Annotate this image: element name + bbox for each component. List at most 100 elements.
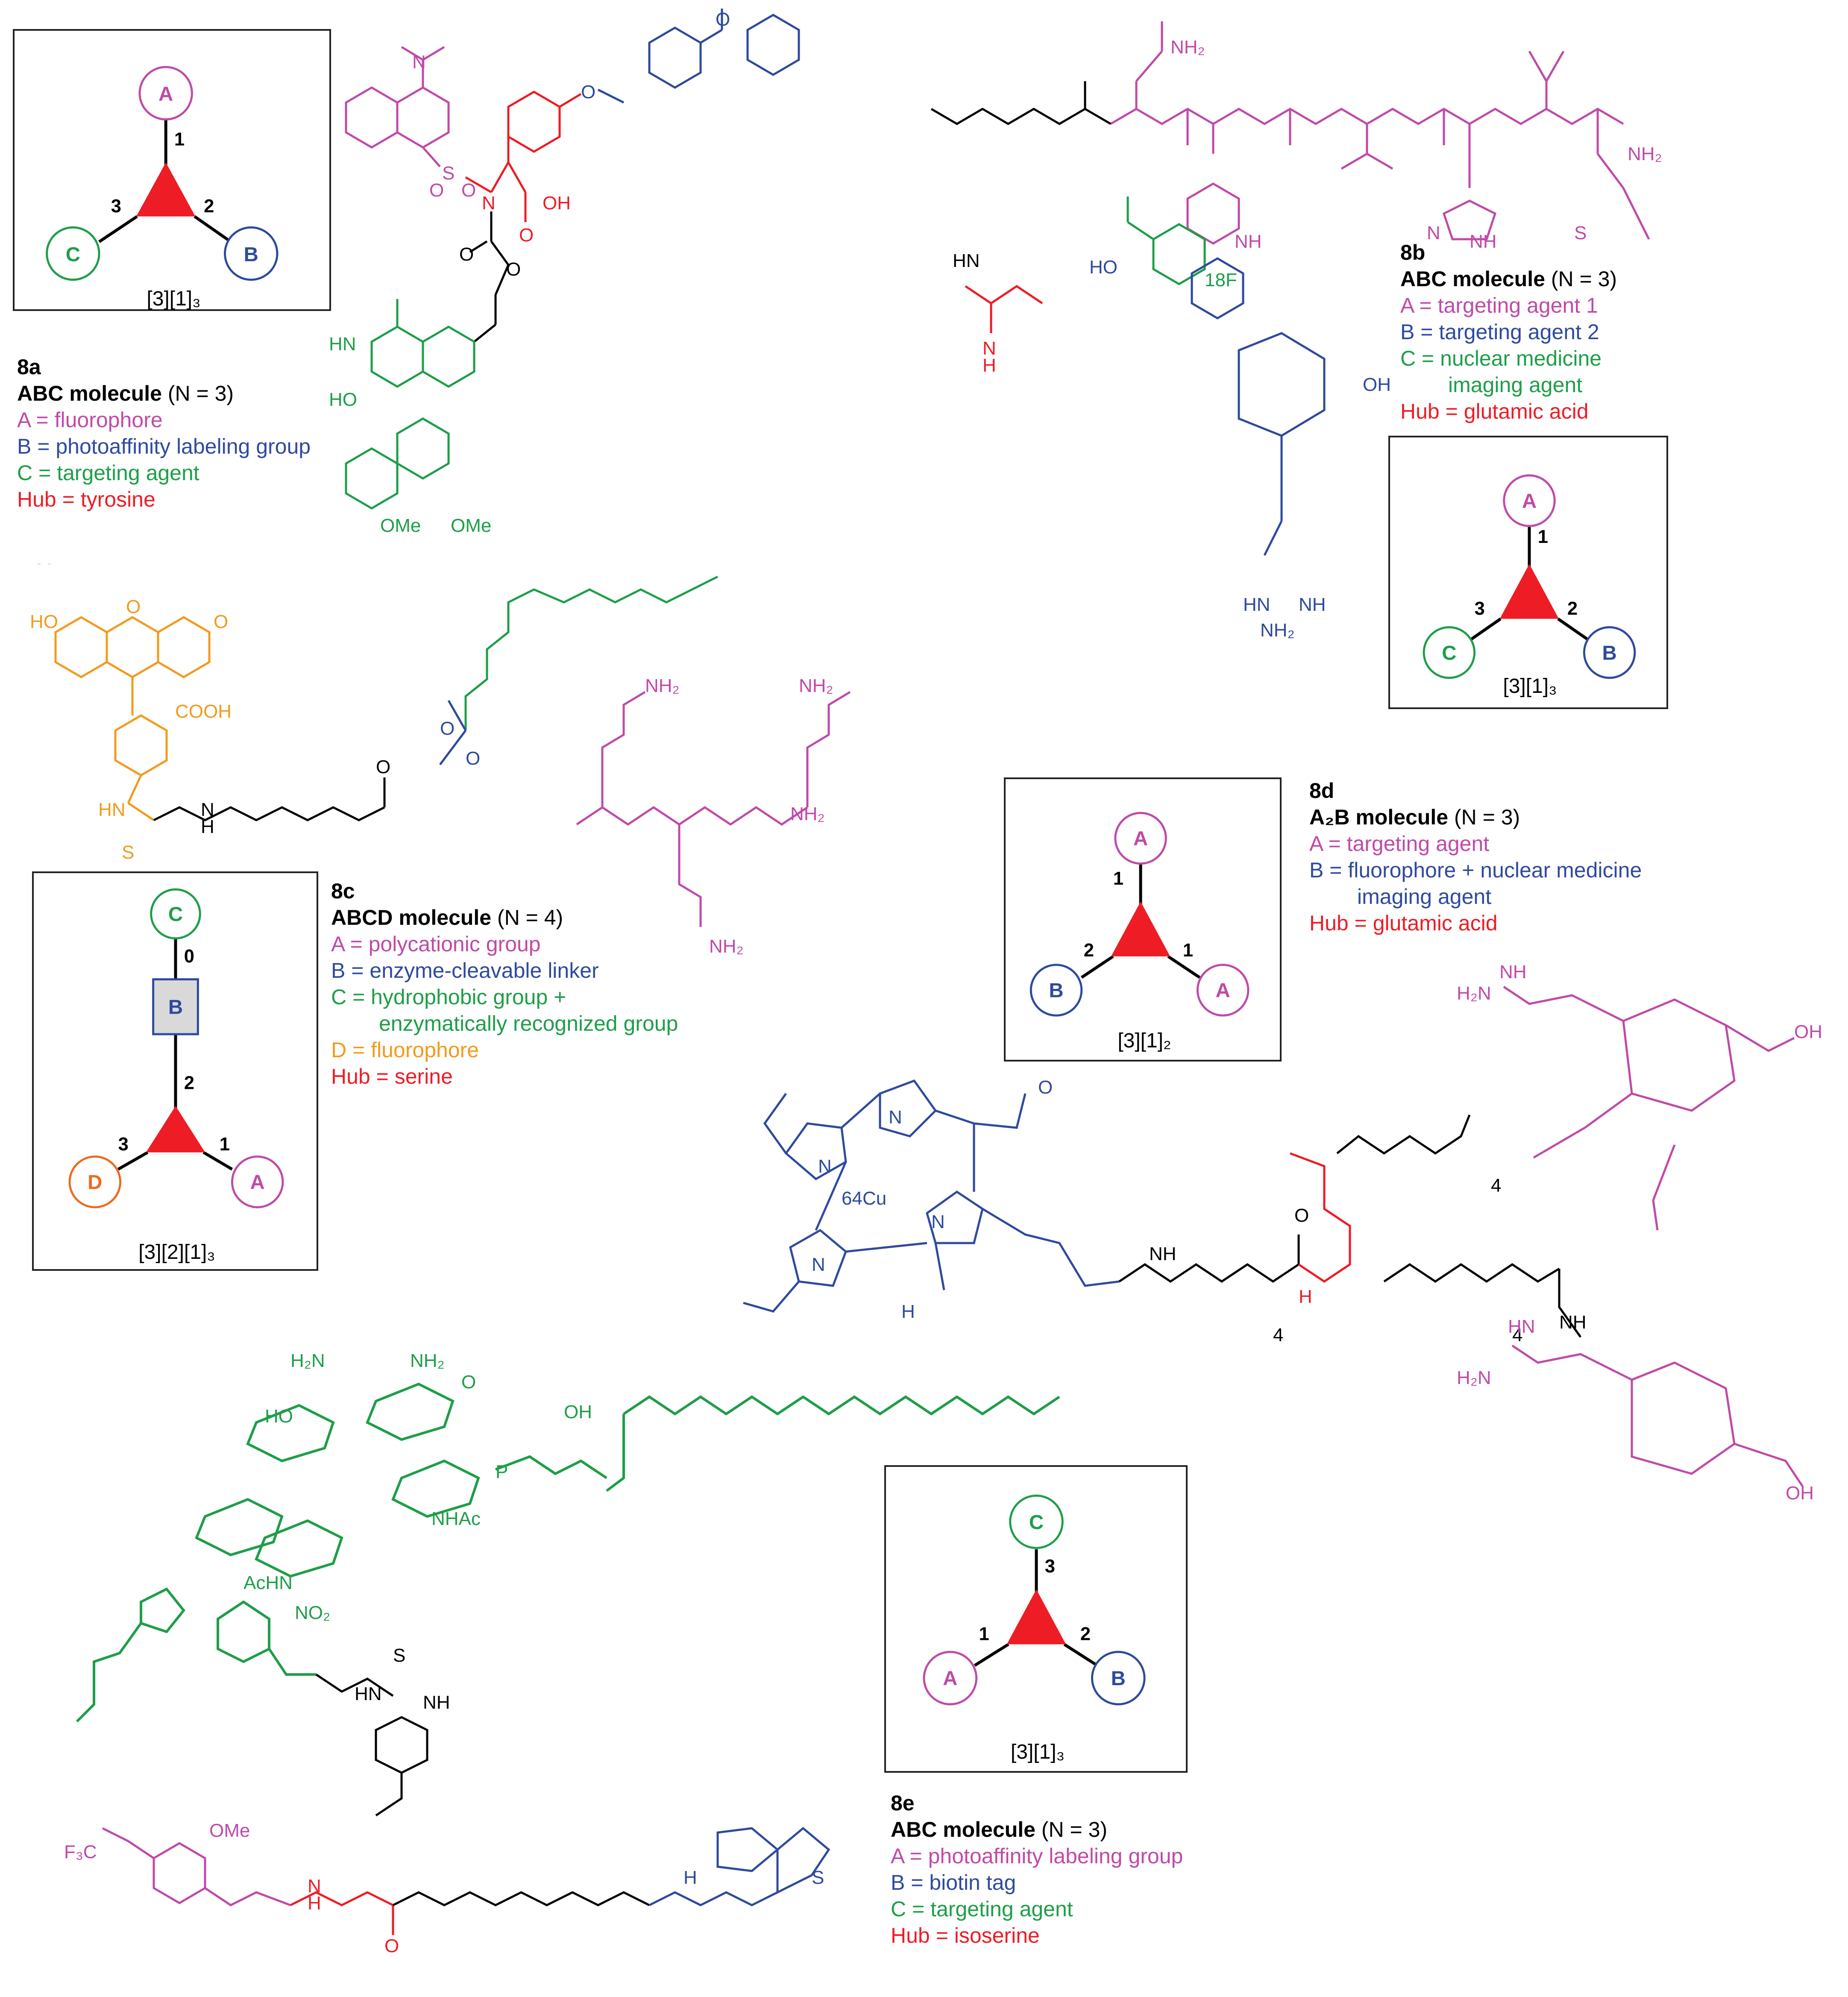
svg-text:OH: OH [1794, 1021, 1822, 1042]
panel-8e-topology: A B C 1 2 3 [3][1]₃ [884, 1465, 1188, 1773]
svg-text:AcHN: AcHN [243, 1572, 293, 1593]
svg-text:NH₂: NH₂ [645, 675, 680, 696]
svg-text:H: H [201, 816, 214, 837]
panel-8a-topology: A B C 1 2 3 [3][1]₃ [13, 29, 331, 311]
svg-text:4: 4 [1491, 1175, 1501, 1196]
svg-text:64Cu: 64Cu [842, 1188, 886, 1209]
svg-text:O: O [581, 82, 595, 103]
svg-text:A: A [158, 83, 173, 106]
svg-text:N: N [889, 1107, 902, 1128]
svg-text:1: 1 [1113, 868, 1123, 889]
svg-text:2: 2 [1567, 598, 1578, 619]
svg-text:HN: HN [355, 1683, 382, 1704]
svg-text:H: H [1299, 1286, 1312, 1307]
hub-triangle [136, 162, 196, 217]
panel-8d-topology: A B A 1 2 1 [3][1]₂ [1004, 777, 1282, 1062]
svg-text:1: 1 [1538, 527, 1548, 547]
svg-text:3: 3 [1045, 1556, 1055, 1577]
svg-text:NH: NH [1235, 231, 1262, 252]
svg-text:2: 2 [184, 1073, 194, 1093]
svg-text:3: 3 [118, 1134, 129, 1155]
svg-text:C: C [1029, 1511, 1044, 1534]
svg-text:HN: HN [953, 250, 980, 271]
structure-8a-drawing: N S O O N OH O O O O O [329, 4, 800, 536]
svg-text:O: O [384, 1935, 399, 1956]
svg-text:A: A [1522, 490, 1537, 513]
svg-text:HN: HN [1508, 1316, 1535, 1337]
svg-text:NH: NH [1499, 962, 1527, 982]
svg-text:B: B [168, 996, 183, 1019]
svg-text:COOH: COOH [175, 701, 232, 722]
structure-8e: H₂N NH₂ O HO OH P NHAc AcHN NO₂ S NH HN … [26, 1337, 1102, 1995]
formula-8d: [3][1]₂ [1118, 1029, 1171, 1052]
svg-text:O: O [429, 180, 444, 201]
svg-text:O: O [214, 611, 228, 632]
svg-text:O: O [459, 244, 474, 265]
svg-text:OMe: OMe [209, 1820, 250, 1841]
svg-text:O: O [461, 1372, 476, 1393]
svg-text:NH₂: NH₂ [790, 803, 825, 824]
svg-text:S: S [1574, 223, 1587, 243]
svg-text:H₂N: H₂N [1457, 1367, 1491, 1388]
node-a [138, 66, 193, 120]
svg-text:NO₂: NO₂ [295, 1602, 330, 1623]
svg-text:S: S [122, 842, 134, 863]
svg-text:A: A [1216, 979, 1230, 1002]
svg-text:18F: 18F [1205, 270, 1237, 290]
svg-text:N: N [308, 1876, 321, 1897]
svg-text:H: H [308, 1893, 321, 1914]
topology-diagram-8a: A B C 1 2 3 [46, 66, 279, 281]
svg-text:O: O [1038, 1077, 1053, 1098]
svg-text:N: N [983, 338, 996, 359]
svg-text:O: O [466, 748, 480, 769]
panel-8c-topology: A B C D 1 2 3 0 [3][2][1]₃ [32, 871, 318, 1271]
svg-text:NHAc: NHAc [431, 1508, 481, 1529]
svg-text:OH: OH [543, 193, 571, 214]
svg-text:OH: OH [1363, 374, 1391, 395]
svg-text:3: 3 [1475, 598, 1485, 619]
svg-text:O: O [126, 596, 141, 617]
svg-text:NH₂: NH₂ [799, 675, 833, 696]
caption-8b: 8b ABC molecule (N = 3) A = targeting ag… [1400, 240, 1617, 423]
svg-text:NH: NH [1470, 231, 1497, 252]
svg-text:NH: NH [423, 1692, 450, 1713]
svg-text:O: O [519, 225, 534, 246]
svg-text:NH₂: NH₂ [410, 1350, 445, 1371]
svg-text:NH₂: NH₂ [1628, 144, 1662, 164]
svg-text:1: 1 [1183, 940, 1193, 961]
svg-text:C: C [1442, 642, 1456, 664]
svg-text:N: N [1427, 223, 1440, 243]
svg-text:O: O [506, 259, 521, 280]
svg-text:F₃C: F₃C [64, 1842, 97, 1862]
svg-text:A: A [943, 1667, 957, 1690]
formula-8a: [3][1]₃ [147, 287, 201, 310]
svg-text:1: 1 [220, 1134, 230, 1155]
svg-text:OH: OH [1786, 1483, 1814, 1504]
structure-8c: HO O O COOH HN S N H O O O 1480 NH₂ [13, 547, 876, 965]
formula-8b: [3][1]₃ [1503, 675, 1557, 698]
svg-text:O: O [716, 9, 730, 30]
svg-text:H: H [901, 1301, 915, 1322]
svg-text:HN: HN [1243, 594, 1270, 615]
svg-text:2: 2 [1084, 940, 1094, 961]
svg-text:HN: HN [98, 799, 126, 820]
formula-8e: [3][1]₃ [1010, 1741, 1065, 1763]
caption-title: ABC molecule [17, 381, 162, 405]
compound-id: 8a [17, 355, 41, 379]
structure-8a: N S O O N OH O O O O O [325, 4, 880, 543]
svg-text:N: N [818, 1156, 832, 1177]
svg-text:O: O [440, 718, 455, 739]
svg-text:N: N [412, 52, 426, 73]
caption-8a: 8a ABC molecule (N = 3) A = fluorophore … [17, 354, 311, 513]
svg-text:NH₂: NH₂ [709, 936, 744, 957]
formula-8c: [3][2][1]₃ [138, 1241, 215, 1264]
svg-text:4: 4 [1512, 1325, 1522, 1346]
svg-text:HN: HN [329, 334, 356, 355]
svg-text:HO: HO [30, 611, 58, 632]
svg-text:O: O [376, 757, 390, 777]
svg-text:N: N [201, 799, 214, 820]
svg-text:H₂N: H₂N [290, 1350, 325, 1371]
panel-8b-topology: A B C 1 2 3 [3][1]₃ [1388, 436, 1668, 709]
svg-text:P: P [496, 1461, 508, 1482]
node-c [46, 226, 100, 281]
